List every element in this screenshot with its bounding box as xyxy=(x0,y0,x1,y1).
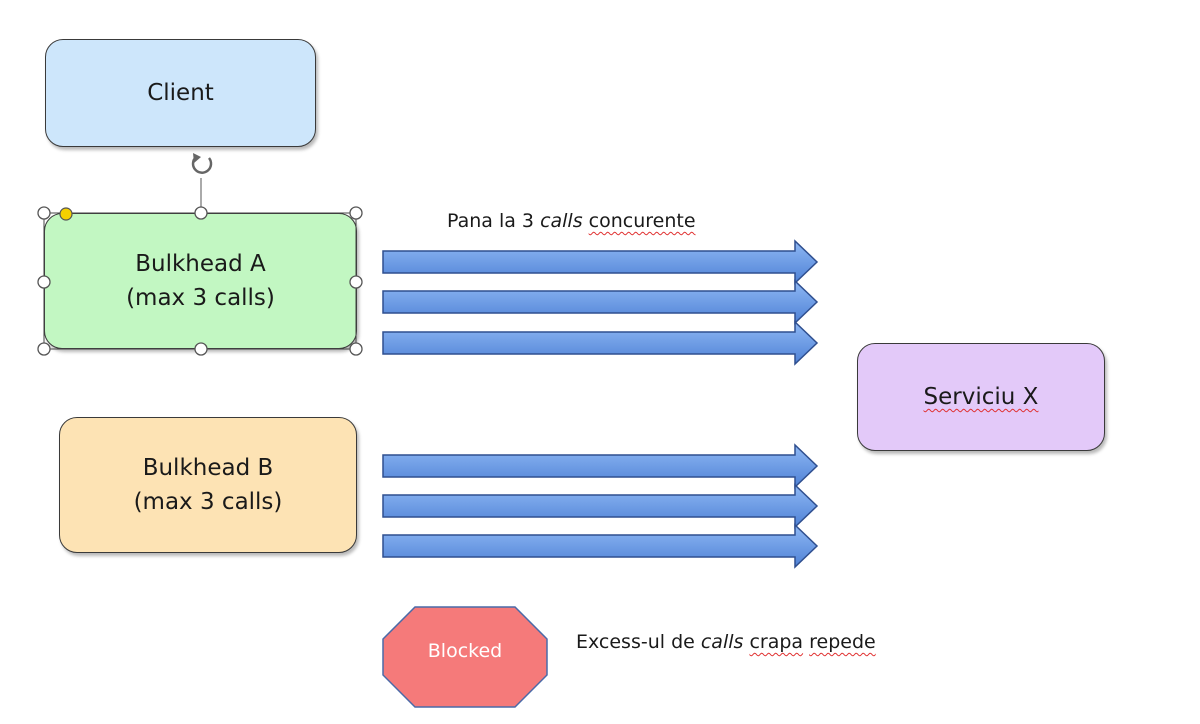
bulkhead-a-call-arrow-3 xyxy=(382,320,819,366)
excess-calls-caption: Excess-ul de calls crapa repede xyxy=(576,631,876,653)
resize-handle-bottom-left[interactable] xyxy=(37,342,51,356)
caption-bottom-text: Excess-ul de xyxy=(576,631,701,653)
resize-handle-top-right[interactable] xyxy=(349,206,363,220)
resize-handle-left[interactable] xyxy=(37,275,51,289)
blocked-octagon xyxy=(382,606,548,708)
resize-handle-bottom[interactable] xyxy=(194,342,208,356)
bulkhead-b-call-arrow-3 xyxy=(382,523,819,569)
bulkhead-b-call-arrow-2 xyxy=(382,483,819,529)
bulkhead-b-box[interactable]: Bulkhead B (max 3 calls) xyxy=(59,417,357,553)
bulkhead-a-call-arrow-2 xyxy=(382,279,819,325)
caption-bottom-wavy-1: crapa xyxy=(749,631,804,653)
caption-bottom-italic: calls xyxy=(700,631,744,653)
service-x-box[interactable]: Serviciu X xyxy=(857,343,1105,451)
service-x-label: Serviciu X xyxy=(923,384,1039,410)
selection-frame xyxy=(43,212,357,350)
resize-handle-top-left[interactable] xyxy=(37,206,51,220)
blocked-label: Blocked xyxy=(427,640,503,662)
bulkhead-b-limit: (max 3 calls) xyxy=(133,489,283,515)
caption-bottom-wavy-2: repede xyxy=(809,631,876,653)
resize-handle-right[interactable] xyxy=(349,275,363,289)
bulkhead-b-title: Bulkhead B xyxy=(142,455,274,481)
bulkhead-a-limit: (max 3 calls) xyxy=(126,285,275,311)
resize-handle-bottom-right[interactable] xyxy=(349,342,363,356)
bulkhead-a-call-arrow-1 xyxy=(382,239,819,285)
client-label: Client xyxy=(147,80,214,106)
rotate-handle-icon[interactable] xyxy=(191,153,213,174)
bulkhead-a-title: Bulkhead A xyxy=(135,251,266,277)
caption-top-wavy: concurente xyxy=(588,210,696,232)
bulkhead-b-call-arrow-1 xyxy=(382,443,819,489)
resize-handle-top[interactable] xyxy=(194,206,208,220)
arrows-group xyxy=(382,239,819,569)
caption-top-italic: calls xyxy=(540,210,583,232)
bulkhead-a-box[interactable]: Bulkhead A (max 3 calls) xyxy=(44,213,357,349)
corner-radius-handle[interactable] xyxy=(59,207,73,221)
client-box[interactable]: Client xyxy=(45,39,316,147)
caption-top-text: Pana la 3 xyxy=(447,210,541,232)
concurrent-calls-caption: Pana la 3 calls concurente xyxy=(447,210,696,232)
